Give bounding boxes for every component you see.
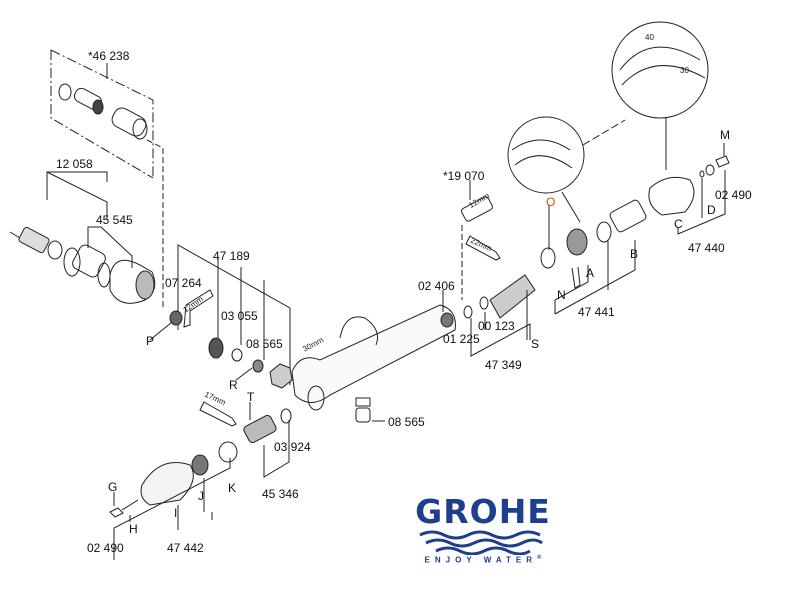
letter-J: J <box>198 489 204 503</box>
part-number-47189: 47 189 <box>213 249 250 263</box>
letter-H: H <box>129 522 138 536</box>
hex-key-12mm <box>183 289 214 328</box>
letter-N: N <box>557 288 566 302</box>
detail-circle-stop <box>507 116 585 194</box>
flange-45545 <box>63 244 156 304</box>
part-number-07264: 07 264 <box>165 276 202 290</box>
letter-C: C <box>674 217 683 231</box>
adapter-K <box>218 441 238 463</box>
cap-M <box>715 155 730 168</box>
cap-G <box>109 507 124 518</box>
check-valve-08565 <box>355 407 371 423</box>
letter-I: I <box>174 506 178 520</box>
brand-wordmark: GROHE <box>415 492 551 531</box>
part-number-45346: 45 346 <box>262 487 299 501</box>
detail-circle-dial <box>611 21 709 119</box>
part-number-47440: 47 440 <box>688 241 725 255</box>
letter-P: P <box>146 334 155 348</box>
part-number-47349: 47 349 <box>485 358 522 372</box>
handle-I <box>140 462 194 506</box>
grohe-logo: GROHE ENJOY WATER® <box>412 495 554 565</box>
part-number-03924: 03 924 <box>274 440 311 454</box>
part-number-19070: *19 070 <box>443 169 485 183</box>
part-number-03055: 03 055 <box>221 309 258 323</box>
clip-N <box>571 266 581 289</box>
brand-tagline: ENJOY WATER® <box>412 555 554 565</box>
nut-O <box>540 247 556 269</box>
part-number-08565: 08 565 <box>246 337 283 351</box>
letter-S: S <box>531 337 540 351</box>
letter-O: O <box>546 195 556 209</box>
wrench-17mm <box>199 401 237 427</box>
letter-D: D <box>707 203 716 217</box>
part-number-02490-cap: 02 490 <box>87 541 124 555</box>
part-number-08565-check-valve: 08 565 <box>388 415 425 429</box>
letter-K: K <box>228 481 237 495</box>
kit-46238-box <box>50 49 154 179</box>
part-number-02406: 02 406 <box>418 279 455 293</box>
part-number-12058: 12 058 <box>56 157 93 171</box>
tagline-text: ENJOY WATER <box>424 555 538 565</box>
part-number-47442: 47 442 <box>167 541 204 555</box>
waves-icon <box>419 530 543 555</box>
letter-M: M <box>720 128 730 142</box>
part-number-02490: 02 490 <box>715 188 752 202</box>
letter-T: T <box>247 390 255 404</box>
letter-B: B <box>630 247 639 261</box>
temperature-handle-C <box>648 176 695 216</box>
part-number-46238: *46 238 <box>88 49 130 63</box>
part-number-47441: 47 441 <box>578 305 615 319</box>
thermostat-body <box>291 304 456 411</box>
registered-mark: ® <box>537 555 542 561</box>
part-number-01225: 01 225 <box>443 332 480 346</box>
dial-mark-40: 40 <box>645 33 654 42</box>
part-number-00123: 00 123 <box>478 319 515 333</box>
thermostatic-cartridge <box>489 274 536 319</box>
eccentric-connector <box>9 226 63 260</box>
spindle-B <box>609 199 647 233</box>
cartridge-T <box>243 414 277 444</box>
letter-G: G <box>108 480 118 494</box>
spindle-J <box>191 454 209 476</box>
wrench-22mm <box>465 235 501 261</box>
letter-R: R <box>229 378 238 392</box>
letter-A: A <box>586 266 595 280</box>
dial-mark-30: 30 <box>680 66 689 75</box>
kit-46238-parts <box>58 83 148 140</box>
part-number-45545: 45 545 <box>96 213 133 227</box>
